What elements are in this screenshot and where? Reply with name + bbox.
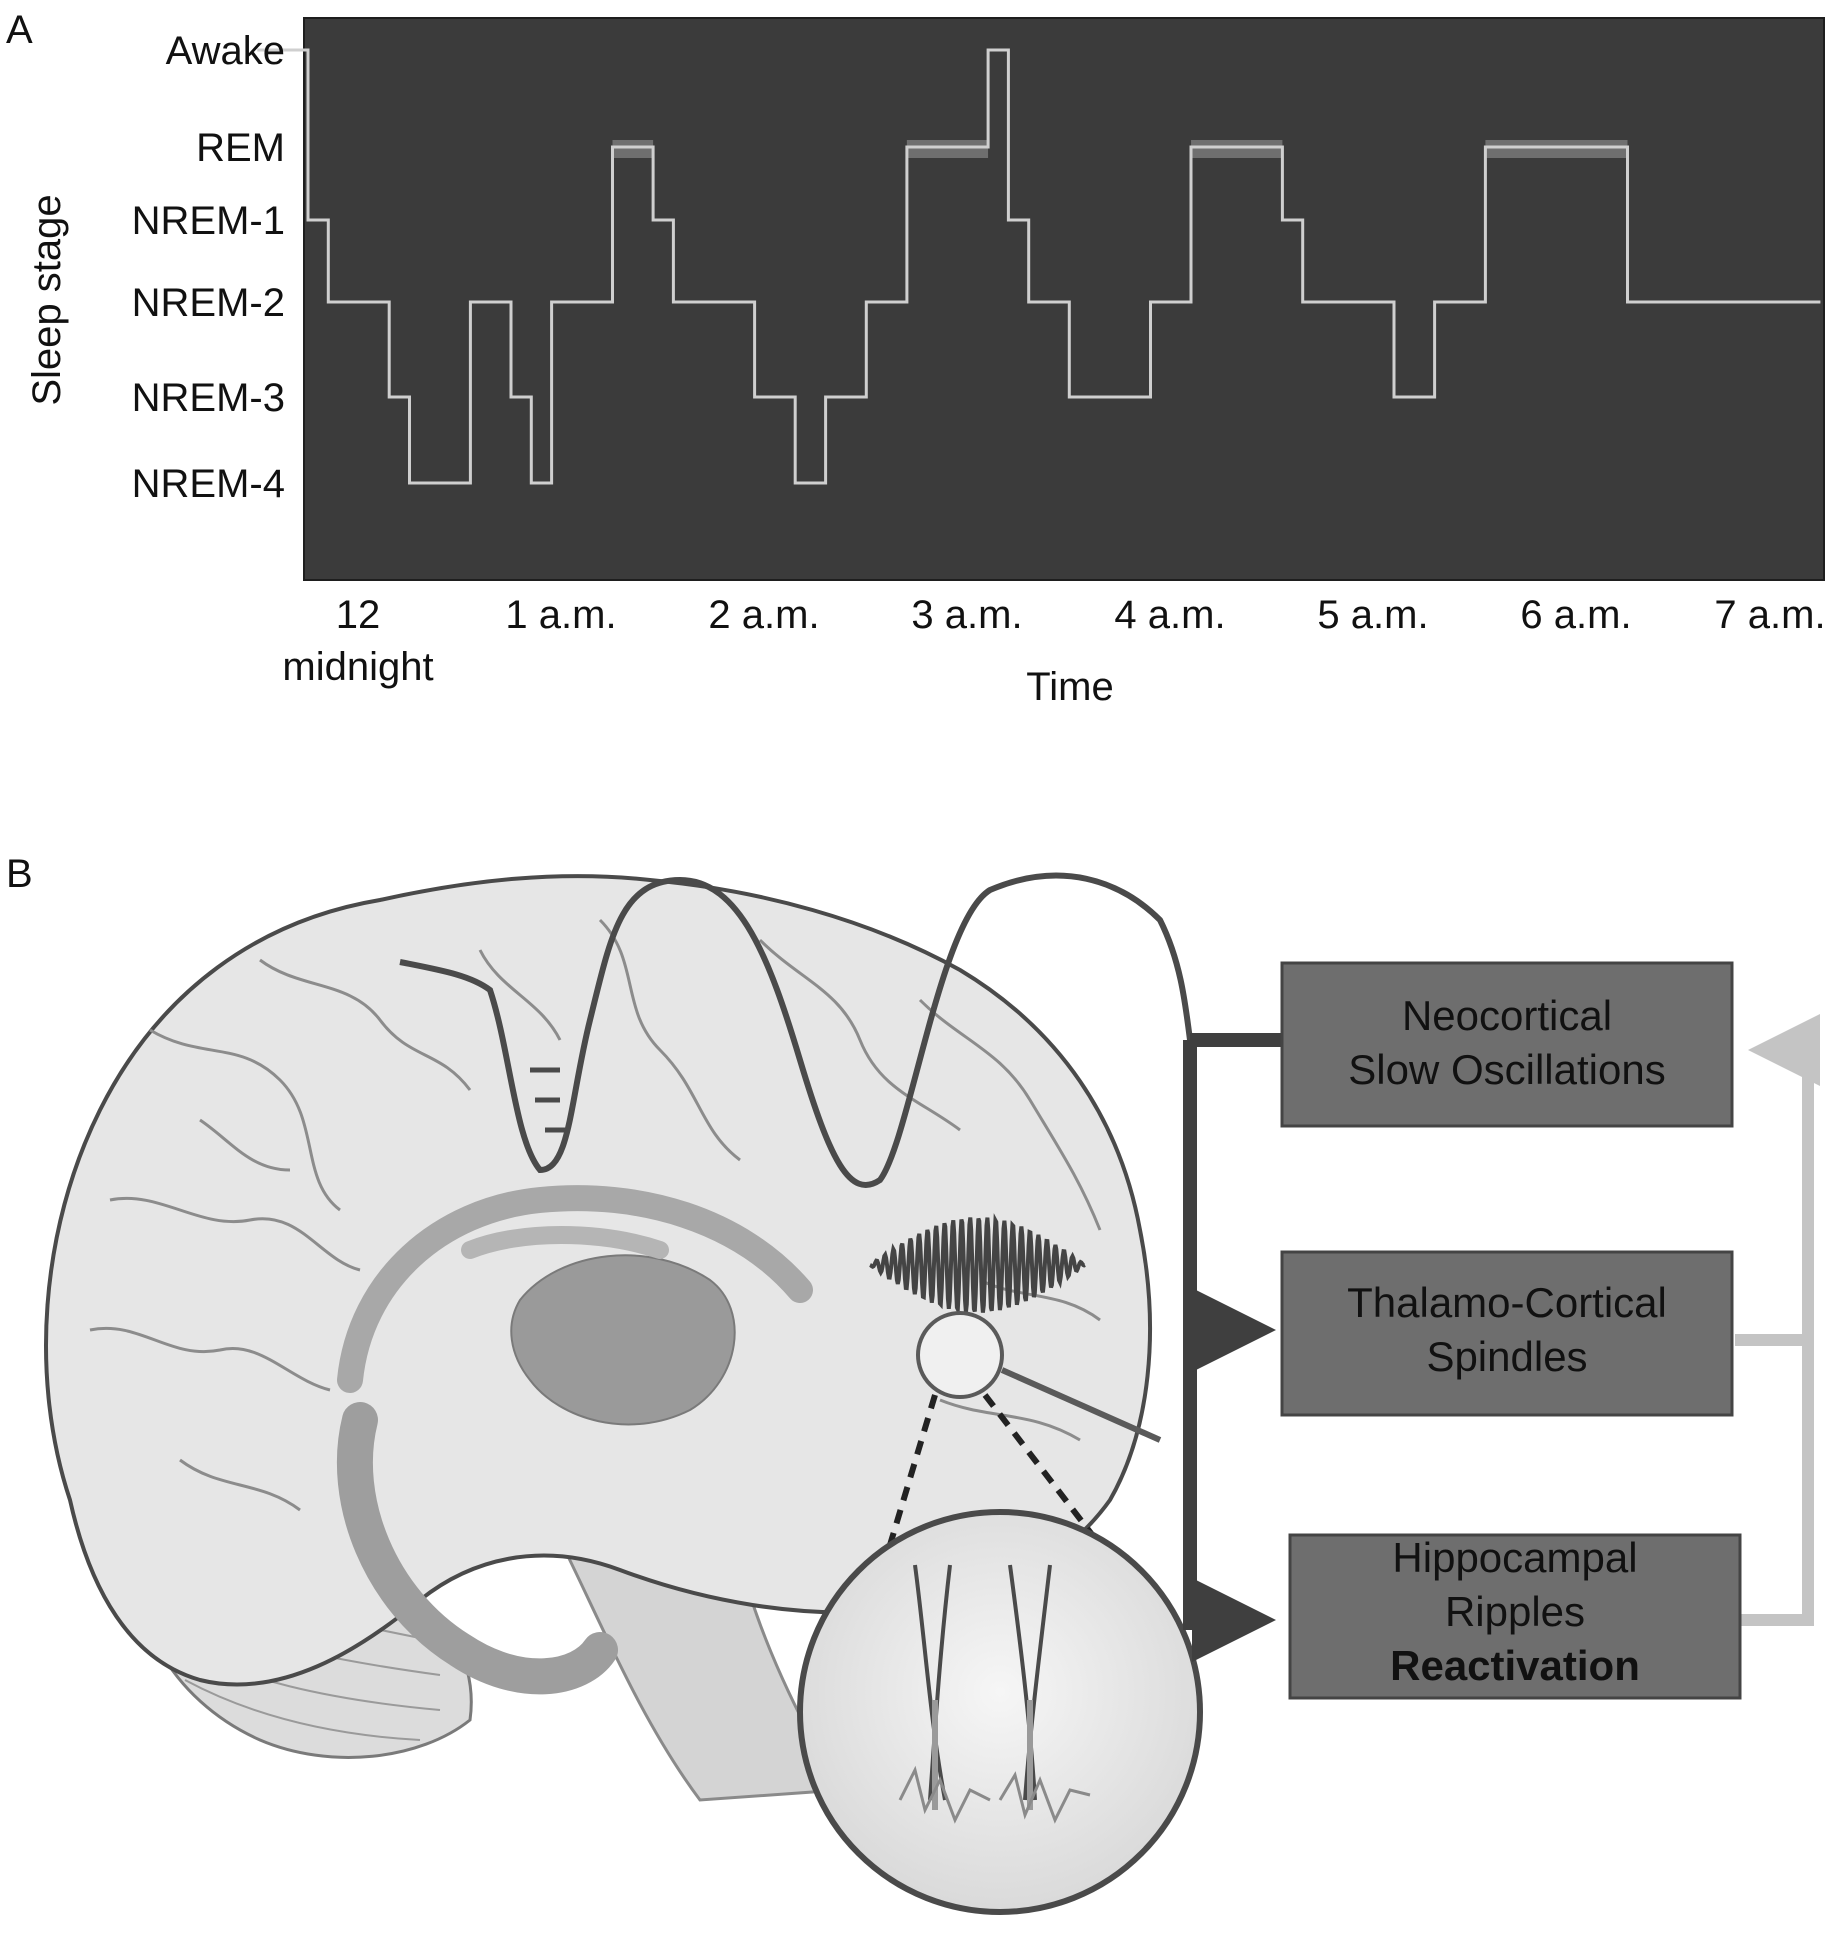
rem-bar-1	[612, 140, 654, 158]
slow-oscillation-ticks	[530, 1067, 565, 1133]
box3-line1: Hippocampal	[1392, 1534, 1637, 1581]
x-tick-7: 7 a.m.	[1714, 593, 1825, 637]
x-tick-6: 6 a.m.	[1520, 593, 1631, 637]
box2-line1: Thalamo-Cortical	[1347, 1279, 1667, 1326]
y-tick-awake: Awake	[166, 29, 285, 73]
hypnogram-line	[257, 48, 1821, 485]
x-axis-label: Time	[1026, 665, 1113, 709]
y-tick-nrem-3: NREM-3	[132, 376, 285, 420]
hippocampus-lens	[797, 1509, 1203, 1915]
zoom-line-right	[982, 1393, 1103, 1547]
box1-line1: Neocortical	[1402, 992, 1612, 1039]
memory-consolidation-diagram: Neocortical Slow Oscillations Thalamo-Co…	[44, 872, 1820, 1915]
panel-a-letter: A	[6, 8, 33, 52]
y-axis-label: Sleep stage	[25, 194, 69, 405]
plot-area	[303, 17, 1825, 581]
x-tick-labels: 12 midnight 1 a.m. 2 a.m. 3 a.m. 4 a.m. 5 a.m.…	[282, 593, 1825, 689]
panel-b-letter: B	[6, 852, 33, 896]
box2-line2: Spindles	[1426, 1333, 1587, 1380]
y-tick-rem: REM	[196, 126, 285, 170]
rem-bar-3	[1191, 140, 1283, 158]
box3-line2: Ripples	[1445, 1588, 1585, 1635]
y-tick-nrem-4: NREM-4	[132, 462, 285, 506]
thalamus-lens	[916, 1311, 1004, 1399]
thalamus	[510, 1254, 736, 1426]
spindle-wave	[869, 1213, 1086, 1317]
x-tick-2: 2 a.m.	[708, 593, 819, 637]
x-tick-0-line2: midnight	[282, 645, 433, 689]
light-arrows	[1735, 1014, 1820, 1626]
fornix	[461, 1226, 669, 1259]
box3-line3-bold: Reactivation	[1390, 1642, 1640, 1689]
dark-arrows	[1183, 1033, 1285, 1662]
rem-bars-group	[612, 140, 1628, 158]
x-tick-3: 3 a.m.	[911, 593, 1022, 637]
hippocampus	[336, 1402, 618, 1695]
lens-connector	[1000, 1367, 1162, 1443]
x-tick-4: 4 a.m.	[1114, 593, 1225, 637]
y-tick-nrem-1: NREM-1	[132, 199, 285, 243]
mechanism-boxes: Neocortical Slow Oscillations Thalamo-Co…	[1280, 961, 1742, 1700]
x-tick-0: 12	[336, 593, 381, 637]
corpus-callosum	[337, 1185, 813, 1393]
rem-bar-4	[1485, 140, 1628, 158]
neuron-traces	[898, 1564, 1091, 1824]
box-spindles	[1280, 1250, 1734, 1417]
slow-oscillation-wave	[399, 872, 1193, 1188]
x-tick-1: 1 a.m.	[505, 593, 616, 637]
box-ripples	[1288, 1533, 1742, 1700]
rem-bar-2	[906, 140, 989, 158]
brain-sulci	[89, 918, 1102, 1512]
brain-stem	[557, 1538, 843, 1802]
box1-line2: Slow Oscillations	[1348, 1046, 1665, 1093]
brain-illustration	[44, 874, 1152, 1802]
box-slow-oscillations	[1280, 961, 1734, 1128]
zoom-line-left	[887, 1394, 938, 1546]
x-tick-5: 5 a.m.	[1317, 593, 1428, 637]
y-tick-nrem-2: NREM-2	[132, 281, 285, 325]
